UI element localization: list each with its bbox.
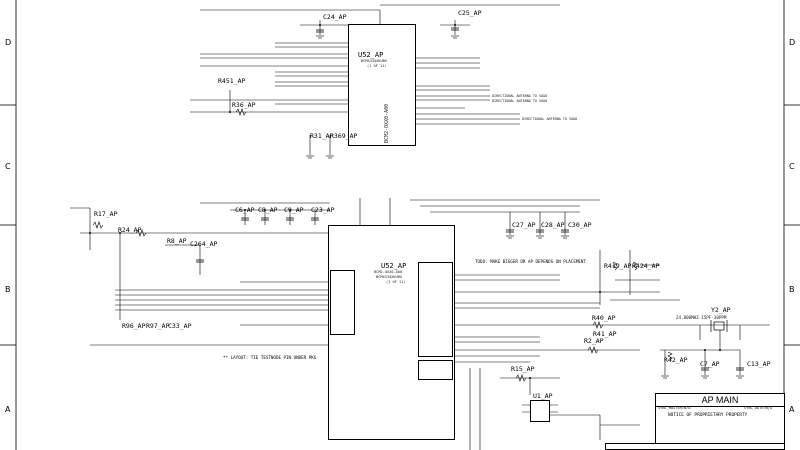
- pin-group-box: [418, 360, 453, 380]
- note-antenna: DIRECTIONAL ANTENNA TO SOAD: [522, 117, 578, 121]
- ref-r24: R24_AP: [118, 226, 142, 234]
- title-block-notice: NOTICE OF PROPRIETARY PROPERTY: [668, 413, 748, 418]
- ref-r2: R2_AP: [584, 337, 604, 345]
- zone-label: B: [789, 285, 795, 294]
- crystal-symbol: [710, 320, 728, 332]
- u1-chip[interactable]: U1_AP: [530, 393, 553, 422]
- ref-c25: C25_AP: [458, 9, 482, 17]
- u1-pins: [522, 404, 558, 413]
- ref-c33: C33_AP: [168, 322, 192, 330]
- chip-unit: (1 OF 11): [386, 280, 406, 284]
- note-antenna: DIRECTIONAL ANTENNA TO SOAD: [492, 99, 548, 103]
- ref-c6: C6_AP: [235, 206, 255, 214]
- ref-r41: R41_AP: [593, 330, 617, 338]
- chip-vertical-label: BCM2-OXX0-A00: [384, 103, 390, 143]
- pin-group-box: [330, 270, 355, 335]
- ref-r36: R36_AP: [232, 101, 256, 109]
- note-todo: TODO: MAKE BIGGER OR AP DEPENDS ON PLACE…: [475, 259, 586, 264]
- u52-top-chip[interactable]: U52_AP BCM4334XKUBG (1 OF 11) BCM2-OXX0-…: [348, 24, 416, 146]
- title-block-footer: [605, 443, 785, 450]
- ref-y2: Y2_AP: [711, 306, 731, 314]
- ref-c9: C9_AP: [284, 206, 304, 214]
- ref-r42: R42_AP: [664, 356, 688, 364]
- ref-r424: R424_AP: [632, 262, 660, 270]
- ref-r96: R96_AP: [122, 322, 146, 330]
- ref-c24: C24_AP: [323, 13, 347, 21]
- chip-vertical-label: BCM2-OXX0-A00: [374, 270, 403, 274]
- pin-group-box: [418, 262, 453, 357]
- crystal-frequency: 24.000MHZ-15PF-30PPM: [676, 315, 727, 320]
- ref-r451: R451_AP: [218, 77, 246, 85]
- ref-c27: C27_AP: [512, 221, 536, 229]
- zone-label: D: [789, 38, 796, 47]
- title-block-title: AP MAIN: [656, 394, 784, 407]
- chip-part: BCM4334XKUBG: [376, 275, 402, 279]
- ref-r40: R40_AP: [592, 314, 616, 322]
- chip-ref: U52_AP: [381, 262, 407, 270]
- zone-label: B: [5, 285, 11, 294]
- zone-label: A: [789, 405, 795, 414]
- ref-r369: R369_AP: [330, 132, 358, 140]
- note-antenna: DIRECTIONAL ANTENNA TO SOAD: [492, 94, 548, 98]
- ref-c264: C264_AP: [190, 240, 218, 248]
- ref-r15: R15_AP: [511, 365, 535, 373]
- ref-c7: C7_AP: [700, 360, 720, 368]
- junctions: [89, 24, 721, 379]
- ref-c13: C13_AP: [747, 360, 771, 368]
- ref-c23: C23_AP: [311, 206, 335, 214]
- zone-label: C: [789, 162, 795, 171]
- title-block: AP MAIN SYNC_MASTER=N/A SYNC_DATE=N/A NO…: [655, 393, 785, 450]
- chip-unit: (1 OF 11): [367, 64, 387, 68]
- ref-r419: R419_AP: [604, 262, 632, 270]
- chip-ref: U1_AP: [533, 392, 553, 400]
- title-block-sync-date: SYNC_DATE=N/A: [744, 406, 773, 410]
- zone-label: C: [5, 162, 11, 171]
- capacitors: [196, 27, 744, 371]
- note-layout: ** LAYOUT: TIE TESTNODE PIN UNDER PKG: [223, 355, 317, 360]
- ref-c28: C28_AP: [541, 221, 565, 229]
- zone-label: A: [5, 405, 11, 414]
- wires: [70, 4, 770, 450]
- title-block-sync: SYNC_MASTER=N/A: [658, 406, 691, 410]
- grounds: [306, 35, 744, 379]
- ref-c8: C8_AP: [258, 206, 278, 214]
- chip-ref: U52_AP: [358, 51, 384, 59]
- ref-r97: R97_AP: [146, 322, 170, 330]
- resistors: [92, 108, 673, 382]
- ref-r8: R8_AP: [167, 237, 187, 245]
- zone-label: D: [5, 38, 12, 47]
- chip-part: BCM4334XKUBG: [361, 59, 387, 63]
- ref-c30: C30_AP: [568, 221, 592, 229]
- ref-r31: R31_AP: [310, 132, 334, 140]
- ref-r17: R17_AP: [94, 210, 118, 218]
